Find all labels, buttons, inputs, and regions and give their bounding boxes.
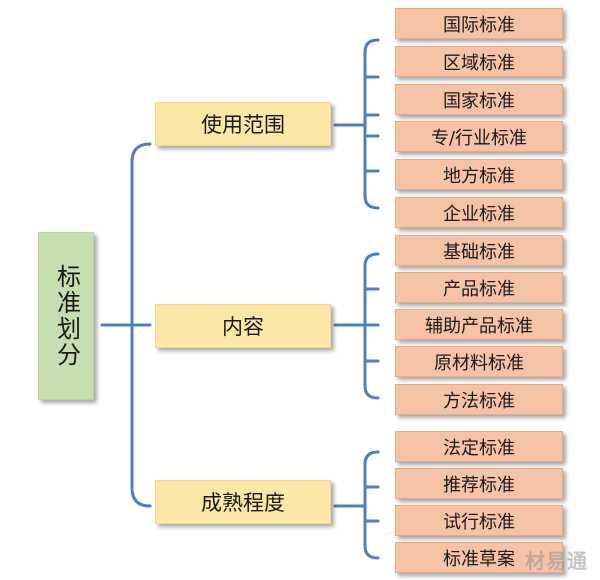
leaf-node: 地方标准 [395, 159, 563, 190]
leaf-node: 辅助产品标准 [395, 309, 563, 340]
leaf-node: 专/行业标准 [395, 121, 563, 152]
leaf-node: 基础标准 [395, 235, 563, 266]
root-node: 标准划分 [38, 232, 94, 400]
leaf-node: 试行标准 [395, 505, 563, 536]
group-node-content: 内容 [155, 304, 331, 348]
leaf-node: 国际标准 [395, 8, 563, 39]
watermark: 材易通 [525, 549, 588, 573]
leaf-node: 推荐标准 [395, 468, 563, 499]
leaf-node: 法定标准 [395, 431, 563, 462]
leaf-node: 原材料标准 [395, 346, 563, 377]
leaf-node: 企业标准 [395, 197, 563, 228]
group-node-usage-scope: 使用范围 [155, 102, 331, 146]
leaf-node: 方法标准 [395, 384, 563, 415]
leaf-node: 区域标准 [395, 46, 563, 77]
group-node-maturity: 成熟程度 [155, 480, 331, 524]
leaf-node: 国家标准 [395, 84, 563, 115]
leaf-node: 产品标准 [395, 272, 563, 303]
leaf-node: 标准草案 [395, 542, 563, 573]
